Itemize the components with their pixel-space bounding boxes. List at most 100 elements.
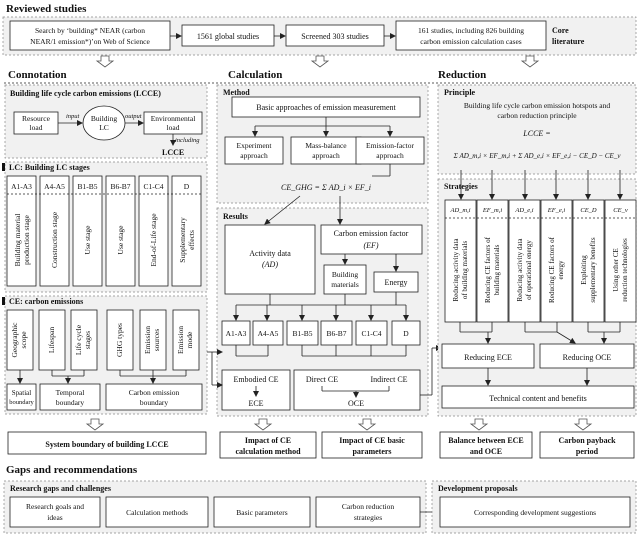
results-stage-box [391,320,421,346]
principle-panel [437,84,637,175]
impact-parameters-line1: Impact of CE basic [339,436,405,445]
strategy-text: of operational energy [525,240,533,300]
carbon-payback-line2: period [576,447,599,456]
ce-item-box [106,309,134,371]
activity-data-line1: Activity data [249,249,291,258]
search-query-line2: NEAR/1 emission*)’on Web of Science [30,37,150,46]
ce-item-label: Life cycle [74,324,83,355]
system-boundary-box [7,431,207,455]
lc-stage-code: D [184,182,190,191]
gap-box-research-goals [9,496,101,528]
strategy-text: Using other CE [612,248,620,292]
strategy-box [540,199,573,323]
building-lc-line2: LC [99,123,109,132]
reducing-oce-box [539,343,635,369]
experiment-approach-line2: approach [240,151,268,160]
strategy-boxes [444,199,637,323]
embodied-ce-label: Embodied CE [233,375,278,384]
system-boundary-label: System boundary of building LCCE [45,440,168,449]
hollow-arrow-outcome-3 [357,418,377,431]
hollow-arrow-connotation [95,55,115,68]
lc-stage-name: Use stage [116,225,125,255]
lc-stage-name: Construction stage [50,211,59,268]
spatial-boundary-line1: Spatial [12,389,31,397]
strategy-merge-lines [459,322,621,344]
basic-approaches-label: Basic approaches of emission measurement [256,103,396,112]
results-distribution-lines [233,292,409,321]
results-stage-code: B6-B7 [326,329,346,338]
impact-parameters-line2: parameters [352,447,391,456]
ce-item-box [70,309,98,371]
lcce-formula-bottom: Σ AD_m,i × EF_m,i + Σ AD_e,i × EF_e,i − … [453,152,622,160]
hollow-arrow-outcome-2 [253,418,273,431]
strategy-box [508,199,541,323]
ce-boundary-arrows [17,370,187,384]
strategy-symbol: EF_m,i [482,207,503,214]
reducing-ece-box [441,343,535,369]
lc-stage-boxes [6,175,202,287]
lc-stage-name: Use stage [83,225,92,255]
ce-marker [2,297,5,305]
search-query-line1: Search by ‘building* NEAR (carbon [35,26,145,35]
screened-studies-box [285,24,385,47]
strategy-text: supplementary benefits [589,237,597,302]
development-suggestions-box [439,496,631,528]
results-stage-code: A1-A3 [226,329,247,338]
results-stage-code: A4-A5 [258,329,279,338]
ce-item-label: GHG types [115,323,124,357]
final-studies-box [395,20,547,51]
temporal-boundary-line1: Temporal [56,388,85,397]
lcce-formula-top: LCCE = [522,129,550,138]
carbon-emission-factor-line1: Carbon emission factor [334,229,409,238]
lc-stage-code: C1-C4 [143,182,163,191]
carbon-emission-boundary-box [105,383,203,411]
lc-stage-name: Building material [13,214,22,267]
ce-item-label: mode [185,331,194,348]
strategy-text: building materials [493,244,501,295]
strategy-text: of building materials [461,241,469,300]
resource-load-line1: Resource [22,114,51,123]
section-reduction: Reduction [438,69,486,81]
results-stage-code: C1-C4 [361,329,381,338]
core-literature-line2: literature [552,37,585,46]
ce-item-label: sources [152,329,161,352]
gap-carbon-reduction-line1: Carbon reduction [342,502,395,511]
ce-grouping-lines [235,345,407,357]
balance-ece-oce-line2: and OCE [470,447,502,456]
strategy-text: Reducing CE factors of [548,236,556,303]
flow-arrows-reviewed [95,55,540,68]
results-stage-boxes [221,320,421,346]
input-label: input [66,113,80,120]
principle-line2: carbon reduction principle [497,111,577,120]
results-stage-box [320,320,353,346]
strategy-text: Exploiting [580,255,588,285]
strategy-text: reduction technologies [621,238,629,302]
lc-stage-name: End-of-Life stage [149,213,158,267]
gap-box-basic-parameters [213,496,311,528]
hollow-arrow-outcome-1 [85,418,105,431]
experiment-approach-line1: Experiment [237,141,273,150]
technical-content-label: Technical content and benefits [489,394,586,403]
screened-studies-label: Screened 303 studies [301,32,369,41]
strategy-text: Reducing activity data [516,238,524,302]
lc-stage-name: effects [187,230,196,250]
mass-balance-approach-line1: Mass-balance [305,141,347,150]
carbon-emission-factor-line2: (EF) [363,241,378,250]
search-query-box [9,20,171,51]
lc-stage-name: Supplementary [178,217,187,263]
lc-stages-marker [2,163,5,171]
principle-line1: Building life cycle carbon emission hots… [464,101,610,110]
hollow-arrow-calculation [310,55,330,68]
development-suggestions-label: Corresponding development suggestions [474,508,596,517]
balance-ece-oce-box [439,431,533,459]
strategy-symbol: CE_v [613,207,628,214]
temporal-boundary-box [39,383,101,411]
hollow-arrow-outcome-5 [573,418,593,431]
results-stage-code: B1-B5 [292,329,312,338]
technical-content-box [441,385,635,409]
spatial-boundary-line2: boundary [9,399,34,406]
gap-box-carbon-reduction [315,496,421,528]
ce-ghg-formula: CE_GHG = Σ AD_i × EF_i [281,183,371,192]
strategy-symbol: CE_D [580,207,597,214]
